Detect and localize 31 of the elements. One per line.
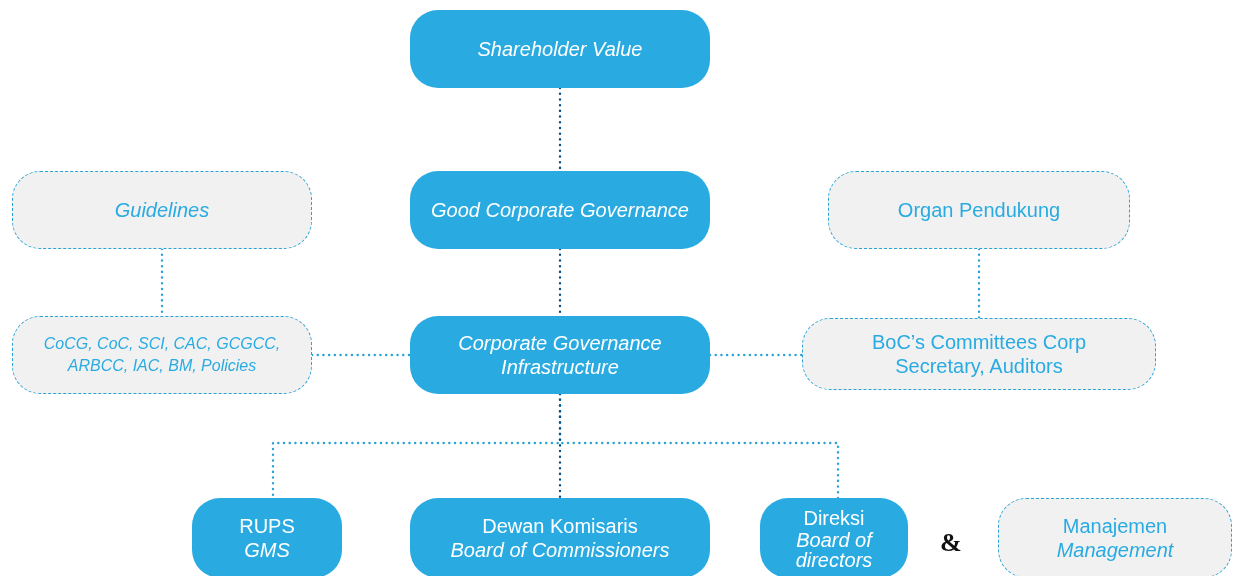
process-box bbox=[192, 498, 342, 576]
dotted-connector bbox=[310, 353, 412, 357]
node-text: Organ Pendukung bbox=[897, 198, 1061, 222]
dashed-box bbox=[12, 316, 312, 394]
dashed-box bbox=[828, 171, 1130, 249]
node-text: Manajemen bbox=[1062, 514, 1168, 538]
process-box bbox=[760, 498, 908, 576]
dashed-box bbox=[802, 318, 1156, 390]
process-box bbox=[410, 498, 710, 576]
dotted-connector bbox=[977, 247, 981, 320]
ampersand-label: & bbox=[940, 528, 962, 558]
node-text: RUPS bbox=[239, 514, 295, 538]
dotted-connector bbox=[708, 353, 804, 357]
dashed-box bbox=[998, 498, 1232, 576]
node-text: Dewan Komisaris bbox=[482, 514, 638, 538]
node-text: Corporate Governance Infrastructure bbox=[457, 331, 663, 379]
dashed-box bbox=[12, 171, 312, 249]
node-text: Board of directors bbox=[794, 530, 875, 570]
node-text: Shareholder Value bbox=[477, 37, 643, 61]
node-text: Management bbox=[1056, 538, 1174, 562]
node-text: Direksi bbox=[803, 506, 865, 530]
dotted-connector bbox=[558, 392, 562, 500]
process-box bbox=[410, 171, 710, 249]
node-text: Board of Commissioners bbox=[450, 538, 670, 562]
process-box bbox=[410, 10, 710, 88]
node-text: GMS bbox=[244, 538, 290, 562]
node-text: Guidelines bbox=[114, 198, 210, 222]
node-text: Good Corporate Governance bbox=[431, 198, 689, 222]
process-box bbox=[410, 316, 710, 394]
node-text: CoCG, CoC, SCI, CAC, GCGCC, ARBCC, IAC, BM, Policies bbox=[42, 334, 282, 376]
node-text: BoC’s Committees Corp Secretary, Auditors bbox=[870, 330, 1088, 378]
